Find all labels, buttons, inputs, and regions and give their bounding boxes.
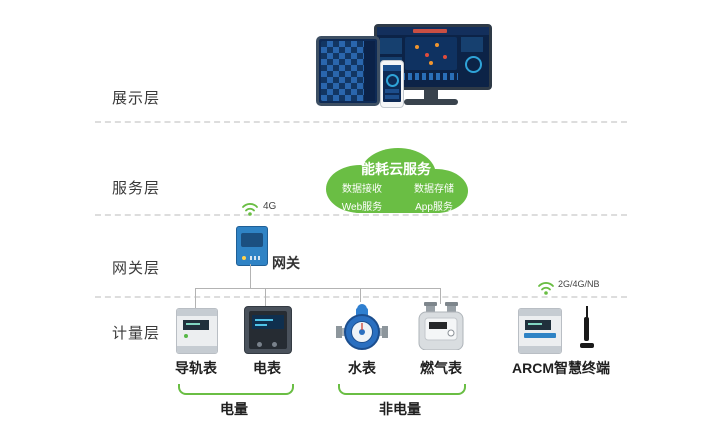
cloud-item: Web服务 [341, 202, 383, 213]
connector-drop-gas-meter [440, 288, 441, 304]
lcd-decoration [255, 319, 273, 321]
wifi-signal-icon [536, 280, 556, 296]
antenna-tip [586, 306, 588, 319]
device-decoration [241, 233, 263, 247]
layer-label-service: 服务层 [112, 180, 161, 197]
cloud-item: 数据接收 [342, 184, 382, 195]
cloud-title: 能耗云服务 [361, 161, 431, 177]
device-decoration [250, 256, 262, 260]
gateway-label: 网关 [272, 255, 300, 271]
antenna-icon [578, 306, 596, 350]
map-marker [443, 55, 447, 59]
antenna-base [580, 343, 594, 348]
antenna-rod [584, 317, 589, 341]
arcm-terminal-device [518, 308, 562, 354]
arcm-network-label: 2G/4G/NB [558, 279, 600, 289]
map-panel-decoration [405, 37, 457, 70]
din-rail-meter-device [176, 308, 218, 354]
layer-separator [95, 296, 627, 298]
device-decoration [519, 309, 561, 316]
map-marker [415, 45, 419, 49]
gauge-decoration [465, 56, 482, 73]
bracket-electric-group [178, 384, 294, 395]
cloud-item: App服务 [415, 202, 453, 213]
gateway-device [236, 226, 268, 266]
connector-bus [195, 288, 441, 289]
device-button-decoration [272, 342, 277, 347]
monitor-stand [424, 87, 438, 99]
cloud-item: 数据存储 [414, 184, 454, 195]
bracket-non-electric-group [338, 384, 466, 395]
cloud-service-items: 数据接收 数据存储 Web服务 App服务 [328, 180, 468, 213]
lcd-decoration [183, 320, 209, 330]
device-decoration [177, 346, 217, 353]
cloud-shape [326, 148, 468, 213]
map-marker [425, 53, 429, 57]
arcm-label: ARCM智慧终端 [512, 360, 610, 376]
meter-label-rail: 导轨表 [175, 360, 217, 376]
monitor-base [404, 99, 458, 105]
layer-label-metering: 计量层 [112, 325, 161, 342]
cloud-service: 能耗云服务 数据接收 数据存储 Web服务 App服务 [308, 143, 484, 217]
screen-decoration [383, 65, 401, 71]
screen-decoration [413, 29, 447, 33]
layer-separator [95, 121, 627, 123]
meter-label-water: 水表 [348, 360, 376, 376]
led-decoration [242, 256, 246, 260]
tablet-display [316, 36, 380, 106]
lcd-decoration [255, 324, 267, 326]
layer-label-display: 展示层 [112, 90, 161, 107]
lcd-decoration [252, 315, 284, 329]
gateway-network-label: 4G [263, 201, 277, 212]
device-decoration [177, 309, 217, 316]
device-decoration [524, 333, 556, 338]
bar-chart-decoration [380, 73, 458, 80]
map-marker [429, 61, 433, 65]
lcd-decoration [528, 323, 542, 325]
gas-meter-device [418, 302, 464, 350]
phone-display [380, 60, 404, 108]
water-meter-device [336, 304, 388, 350]
layer-label-gateway: 网关层 [112, 260, 161, 277]
connector-gateway-down [250, 264, 251, 288]
phone-screen-decoration [383, 65, 401, 102]
layer-separator [95, 214, 627, 216]
screen-decoration [380, 38, 402, 54]
map-marker [435, 43, 439, 47]
connector-drop-rail-meter [195, 288, 196, 308]
lcd-decoration [186, 323, 200, 325]
electric-meter-device [244, 306, 292, 354]
connector-drop-water-meter [360, 288, 361, 302]
wifi-signal-icon [240, 201, 260, 217]
screen-decoration [385, 95, 399, 99]
screen-decoration [461, 37, 483, 52]
meter-label-electric: 电表 [253, 360, 281, 376]
meter-label-gas: 燃气表 [420, 360, 462, 376]
group-label-non-electric: 非电量 [379, 401, 421, 417]
connector-drop-electric-meter [265, 288, 266, 308]
device-decoration [519, 346, 561, 353]
group-label-electric: 电量 [220, 401, 248, 417]
device-button-decoration [257, 342, 262, 347]
lcd-decoration [525, 320, 551, 330]
led-decoration [184, 334, 188, 338]
screen-decoration [385, 89, 399, 93]
gauge-decoration [386, 74, 399, 87]
screen-decoration [364, 41, 375, 101]
